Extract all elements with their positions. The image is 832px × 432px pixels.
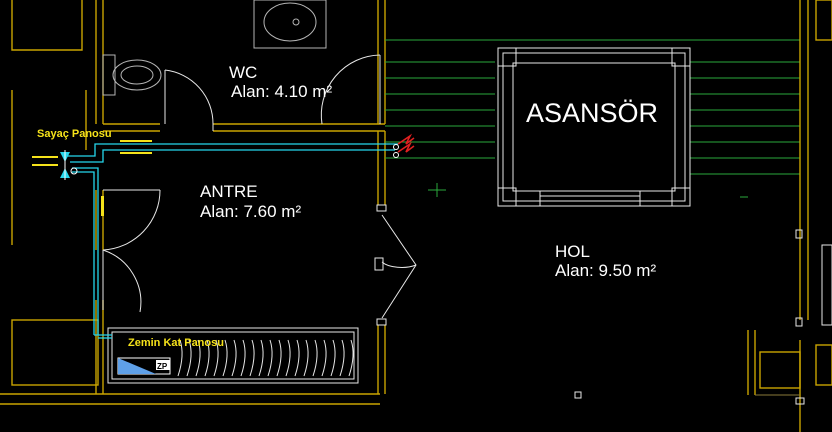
hanger-line [186, 339, 192, 377]
circuit-annotations [32, 140, 152, 216]
hanger-line [294, 339, 300, 377]
hanger-line [339, 339, 345, 377]
hanger-line [258, 339, 264, 377]
hanger-line [303, 339, 309, 377]
antre-room-area: Alan: 7.60 m² [200, 202, 301, 221]
hanger-line [177, 339, 183, 377]
antre-room-name: ANTRE [200, 182, 258, 201]
hanger-line [312, 339, 318, 377]
wc-door-right [320, 54, 381, 125]
outlet-symbols [393, 133, 415, 158]
toilet-fixture [102, 54, 162, 96]
hanger-line [231, 339, 237, 377]
wc-room [102, 0, 386, 132]
hanger-line [330, 339, 336, 377]
wardrobe [107, 327, 359, 384]
antre-room [102, 131, 417, 394]
ground-floor-panel: ZP Zemin Kat Panosu [117, 337, 224, 375]
hanger-line [213, 339, 219, 377]
wc-room-name: WC [229, 63, 257, 82]
left-walls [0, 0, 380, 405]
hanger-line [195, 339, 201, 377]
ground-floor-panel-label: Zemin Kat Panosu [128, 337, 224, 349]
right-walls [574, 0, 832, 432]
outlet-icon [397, 133, 415, 145]
antre-double-door [374, 214, 417, 319]
hanger-line [249, 339, 255, 377]
hol-room-area: Alan: 9.50 m² [555, 261, 656, 280]
elevator-label: ASANSÖR [526, 98, 658, 128]
hanger-line [240, 339, 246, 377]
wc-door [164, 69, 214, 131]
stairs [385, 39, 800, 198]
antre-entrance-door [102, 189, 161, 313]
hol-room-name: HOL [555, 242, 590, 261]
elevator-shaft [497, 47, 691, 207]
hanger-line [204, 339, 210, 377]
hanger-line [348, 339, 354, 377]
meter-panel-label: Sayaç Panosu [37, 128, 112, 140]
hanger-line [267, 339, 273, 377]
hanger-line [321, 339, 327, 377]
hanger-line [222, 339, 228, 377]
meter-panel: Sayaç Panosu [37, 128, 112, 180]
electrical-circuit [66, 143, 398, 339]
wc-room-area: Alan: 4.10 m² [231, 82, 332, 101]
hanger-line [285, 339, 291, 377]
ground-floor-panel-symbol: ZP [157, 362, 168, 371]
hanger-line [276, 339, 282, 377]
